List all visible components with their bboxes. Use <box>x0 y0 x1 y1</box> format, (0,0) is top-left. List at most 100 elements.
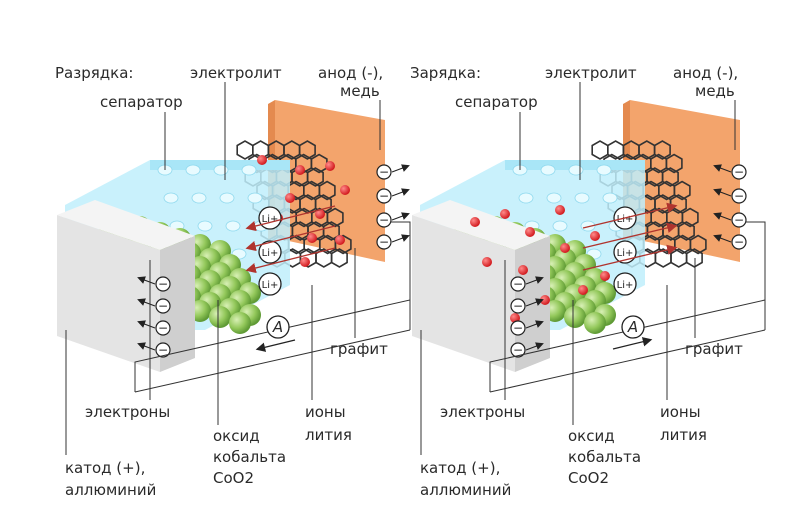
separator-pore <box>596 164 612 176</box>
charge-panel: Li+Li+Li+ −−−−−−−− A Зарядка: электролит… <box>410 64 766 499</box>
lithium-ion <box>560 243 570 253</box>
anode-label-line1: анод (-), <box>673 64 738 82</box>
separator-pore <box>540 164 556 176</box>
lithium-ion <box>335 235 345 245</box>
ions-label-line2: лития <box>305 426 352 444</box>
graphite-hexagon <box>661 167 679 187</box>
separator-pore <box>241 164 257 176</box>
li-ion-badge <box>258 240 282 264</box>
lithium-ion <box>525 227 535 237</box>
electron-symbol: − <box>734 165 744 179</box>
lithium-ion <box>325 161 335 171</box>
cathode-label-line1: катод (+), <box>420 459 500 477</box>
electron-arrow <box>137 342 156 351</box>
electron-arrow <box>391 188 410 197</box>
graphite-hexagon <box>685 248 703 268</box>
graphite-hexagon <box>310 153 328 174</box>
ammeter-symbol: A <box>627 318 638 336</box>
graphite-hexagon <box>669 194 687 214</box>
lithium-ion <box>600 271 610 281</box>
electron-icon <box>155 298 171 314</box>
lithium-ion <box>257 155 267 165</box>
electron-symbol: − <box>158 321 168 335</box>
anode-plate <box>630 100 740 262</box>
electron-symbol: − <box>158 343 168 357</box>
graphite-hexagon <box>298 140 316 160</box>
ions-label-line1: ионы <box>305 403 346 421</box>
graphite-hexagon <box>236 140 254 160</box>
graphite-label: графит <box>685 340 743 358</box>
electron-symbols: −−−−−−−− <box>137 164 410 358</box>
electron-arrow <box>391 212 410 221</box>
graphite-hexagon <box>306 167 324 187</box>
lithium-ion <box>518 265 528 275</box>
electron-arrow <box>525 276 544 285</box>
graphite-hexagon <box>591 140 609 160</box>
electron-icon <box>510 320 526 336</box>
oxide-label-line1: оксид <box>568 427 615 445</box>
electron-icon <box>155 276 171 292</box>
ion-arrow <box>245 205 336 232</box>
electron-arrow <box>713 212 732 221</box>
graphite-hexagon <box>330 248 348 268</box>
lithium-ion <box>295 165 305 175</box>
cobalt-oxide-ball <box>229 312 251 334</box>
lithium-ion <box>578 285 588 295</box>
ion-arrow <box>582 222 678 249</box>
separator-label: сепаратор <box>455 93 538 111</box>
electron-icon <box>376 188 392 204</box>
li-ion-symbol: Li+ <box>262 280 279 291</box>
anode-label-line2: медь <box>695 82 735 100</box>
electron-arrow <box>137 320 156 329</box>
electron-arrow <box>713 188 732 197</box>
electron-symbol: − <box>158 299 168 313</box>
lithium-ion <box>285 193 295 203</box>
electron-symbol: − <box>158 277 168 291</box>
separator-pore <box>247 192 263 204</box>
panel-title: Разрядка: <box>55 64 133 82</box>
electron-symbols: −−−−−−−− <box>510 164 747 358</box>
current-arrow <box>255 339 296 352</box>
ion-arrow <box>582 244 678 271</box>
oxide-label-line1: оксид <box>213 427 260 445</box>
electron-icon <box>510 298 526 314</box>
electron-icon <box>376 212 392 228</box>
separator-pore <box>580 220 596 232</box>
electron-icon <box>731 234 747 250</box>
lithium-ion <box>315 209 325 219</box>
electron-symbol: − <box>379 235 389 249</box>
li-ion-badge <box>258 272 282 296</box>
electron-icon <box>155 320 171 336</box>
current-arrow <box>612 337 653 350</box>
cathode-label-line2: аллюминий <box>420 481 511 499</box>
ion-arrow <box>245 247 336 274</box>
oxide-label-line3: CoO2 <box>568 469 609 487</box>
cathode-label-line2: аллюминий <box>65 481 156 499</box>
separator-pore <box>219 192 235 204</box>
lithium-ion <box>482 257 492 267</box>
graphite-hexagon <box>689 234 707 255</box>
ammeter-icon <box>621 315 645 339</box>
graphite-hexagon <box>673 180 691 201</box>
li-ion-symbol: Li+ <box>262 248 279 259</box>
electron-icon <box>376 234 392 250</box>
cathode-plate <box>412 215 515 372</box>
graphite-hexagon <box>318 180 336 201</box>
lithium-ion <box>590 231 600 241</box>
ammeter-symbol: A <box>272 318 283 336</box>
electron-icon <box>731 212 747 228</box>
electron-symbol: − <box>379 189 389 203</box>
separator-pore <box>185 164 201 176</box>
electrolyte-label: электролит <box>545 64 637 82</box>
graphite-hexagon <box>653 140 671 160</box>
electron-symbol: − <box>513 321 523 335</box>
electron-symbol: − <box>513 343 523 357</box>
li-ion-badge <box>613 272 637 296</box>
graphite-hexagon <box>665 153 683 174</box>
ion-arrows <box>245 205 336 274</box>
separator-pore <box>518 192 534 204</box>
electron-arrow <box>391 234 410 243</box>
ion-arrows <box>582 202 678 271</box>
electron-arrow <box>137 276 156 285</box>
